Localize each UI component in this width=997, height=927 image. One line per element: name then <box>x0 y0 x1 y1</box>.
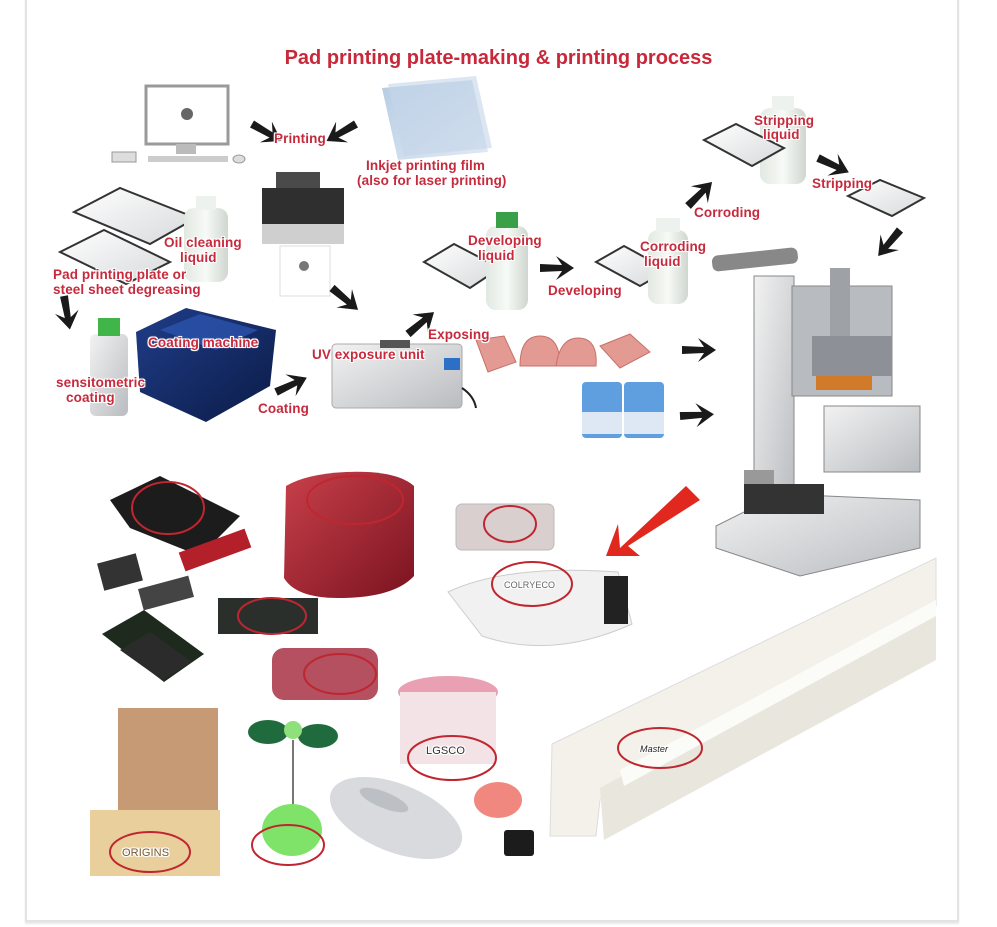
label-coating-machine: Coating machine <box>148 335 259 350</box>
uv-exposure-unit-icon <box>331 340 477 409</box>
fan-toy-product <box>248 720 338 866</box>
red-box-product <box>284 471 414 598</box>
arrow-icon <box>52 293 82 332</box>
arrow-icon <box>868 222 910 264</box>
pink-jar-product <box>398 676 498 781</box>
pink-case-product <box>272 648 378 700</box>
label-developing-liquid-line1: Developing <box>468 233 542 248</box>
clear-case-product <box>455 503 555 551</box>
printing-pads-icon <box>475 333 651 373</box>
red-result-arrow-icon <box>606 486 700 556</box>
label-stripping-liquid-line2: liquid <box>763 127 800 142</box>
label-coating: Coating <box>258 401 309 416</box>
label-oil-line2: liquid <box>180 250 217 265</box>
diagram-title: Pad printing plate-making & printing pro… <box>284 47 713 69</box>
label-degrease-line2: steel sheet degreasing <box>53 282 201 297</box>
label-developing-liquid-line2: liquid <box>478 248 515 263</box>
mark-origins: ORIGINS <box>122 847 170 859</box>
label-stripping-liquid-line1: Stripping <box>754 113 815 128</box>
label-sensitometric-line1: sensitometric <box>56 375 146 390</box>
printer-icon <box>262 172 344 297</box>
label-corroding: Corroding <box>694 205 761 220</box>
stripping-bottle-icon <box>760 96 806 184</box>
arrow-icon <box>682 338 716 362</box>
arrow-icon <box>270 366 312 403</box>
label-exposing: Exposing <box>428 327 490 342</box>
oil-bottle-icon <box>184 196 228 282</box>
arrow-icon <box>679 402 715 428</box>
mark-device-brand: COLRYECO <box>504 580 556 590</box>
film-sheets-icon <box>382 76 492 160</box>
sensitometric-bottle-icon <box>90 318 128 416</box>
arrow-icon <box>324 278 366 320</box>
mouse-product <box>329 776 463 860</box>
label-oil-line1: Oil cleaning <box>164 235 242 250</box>
label-corroding-liquid-line2: liquid <box>644 254 681 269</box>
fluorescent-lamp-product <box>549 557 937 840</box>
chip-label-product <box>218 597 318 635</box>
coating-machine-icon <box>136 308 276 422</box>
final-plate-icon <box>845 178 927 218</box>
arrow-icon <box>320 113 362 152</box>
stripping-plate-icon <box>701 122 787 168</box>
label-stripping: Stripping <box>812 176 873 191</box>
memory-cards-product <box>97 553 194 611</box>
plates-icon <box>57 186 199 286</box>
label-sensitometric-line2: coating <box>66 390 115 405</box>
label-uv-unit: UV exposure unit <box>312 347 425 362</box>
label-film-line1: Inkjet printing film <box>366 158 485 173</box>
label-printing: Printing <box>274 131 326 146</box>
circuit-module-product <box>102 610 204 682</box>
pad-printing-machine-icon <box>711 247 921 577</box>
corroding-bottle-icon <box>648 218 688 304</box>
small-parts-product <box>474 782 534 856</box>
developing-bottle-icon <box>486 212 528 310</box>
label-corroding-liquid-line1: Corroding <box>640 239 707 254</box>
white-device-product <box>447 561 633 647</box>
ink-cans-icon <box>582 382 664 438</box>
arrow-icon <box>540 256 574 280</box>
label-developing: Developing <box>548 283 622 298</box>
label-film-line2: (also for laser printing) <box>357 173 507 188</box>
card-reader-product <box>110 476 252 572</box>
label-degrease-line1: Pad printing plate or <box>53 267 187 282</box>
mark-lamp-brand: Master <box>640 744 669 754</box>
mark-lgsco: LGSCO <box>426 745 466 757</box>
computer-icon <box>111 84 246 164</box>
origins-box-product <box>90 708 220 876</box>
